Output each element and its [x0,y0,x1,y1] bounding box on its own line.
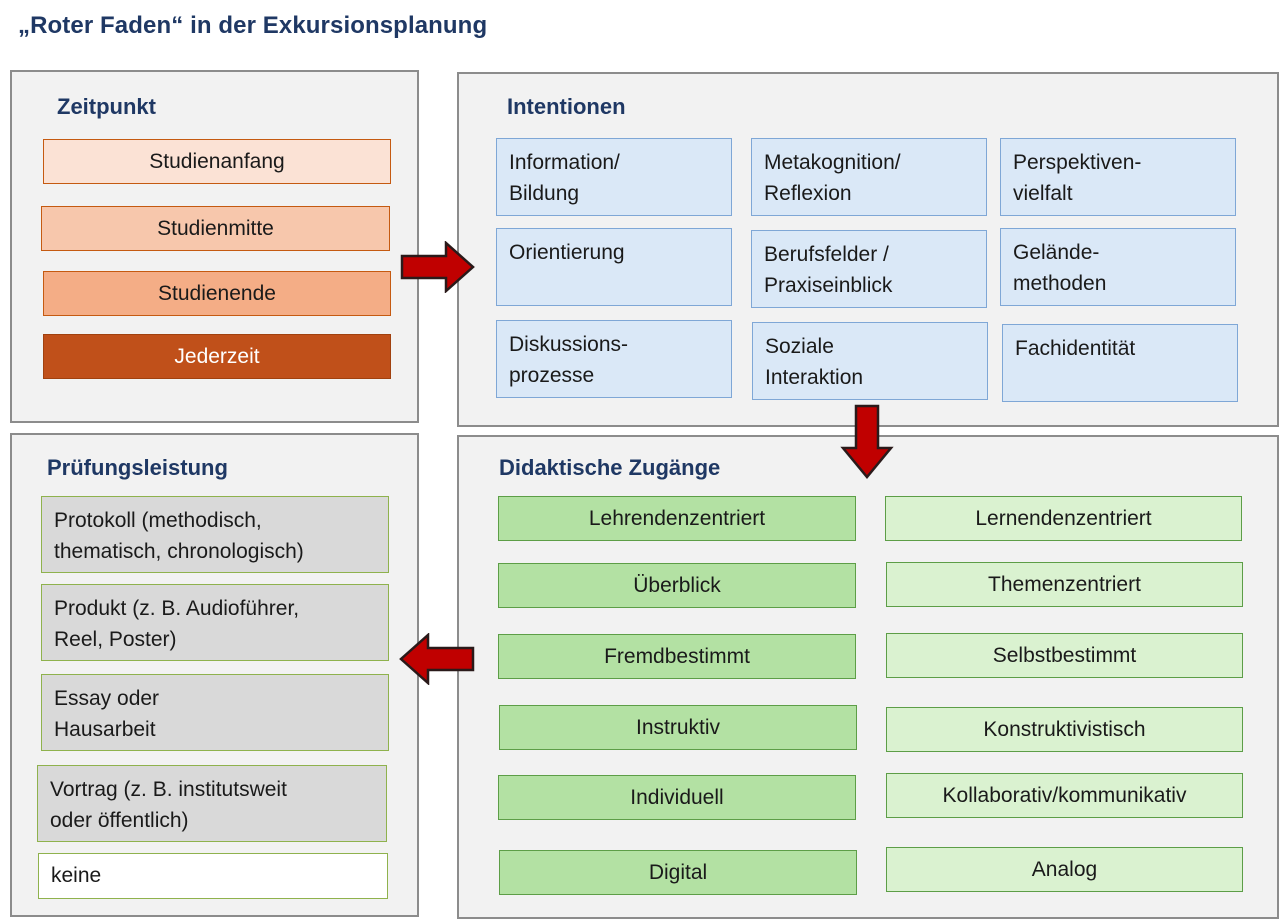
pruefung-vortrag: Vortrag (z. B. institutsweit oder öffent… [37,765,387,842]
pruefung-essay: Essay oder Hausarbeit [41,674,389,751]
pruefung-keine: keine [38,853,388,899]
zugang-instruktiv: Instruktiv [499,705,857,750]
intention-fachidentitaet: Fachidentität [1002,324,1238,402]
arrow-left-icon [399,633,475,685]
pruefung-panel: Prüfungsleistung Protokoll (methodisch, … [10,433,419,917]
zugang-lernendenzentriert: Lernendenzentriert [885,496,1242,541]
zugang-themenzentriert: Themenzentriert [886,562,1243,607]
zugang-kollaborativ: Kollaborativ/kommunikativ [886,773,1243,818]
zugang-digital: Digital [499,850,857,895]
pruefung-protokoll: Protokoll (methodisch, thematisch, chron… [41,496,389,573]
pruefung-produkt: Produkt (z. B. Audioführer, Reel, Poster… [41,584,389,661]
intention-diskussionsprozesse: Diskussions- prozesse [496,320,732,398]
zugaenge-panel: Didaktische Zugänge Lehrendenzentriert L… [457,435,1279,919]
arrow-right-icon [400,241,475,293]
intention-soziale-interaktion: Soziale Interaktion [752,322,988,400]
intentionen-title: Intentionen [507,94,626,119]
intention-metakognition-reflexion: Metakognition/ Reflexion [751,138,987,216]
intention-berufsfelder-praxiseinblick: Berufsfelder / Praxiseinblick [751,230,987,308]
zeitpunkt-panel: Zeitpunkt Studienanfang Studienmitte Stu… [10,70,419,423]
intention-gelaendemethoden: Gelände- methoden [1000,228,1236,306]
zeitpunkt-studienende: Studienende [43,271,391,316]
zugang-individuell: Individuell [498,775,856,820]
zeitpunkt-studienmitte: Studienmitte [41,206,390,251]
zugang-lehrendenzentriert: Lehrendenzentriert [498,496,856,541]
intention-perspektivenvielfalt: Perspektiven- vielfalt [1000,138,1236,216]
intention-information-bildung: Information/ Bildung [496,138,732,216]
zugaenge-title: Didaktische Zugänge [499,455,721,480]
zugang-konstruktivistisch: Konstruktivistisch [886,707,1243,752]
zugang-analog: Analog [886,847,1243,892]
zeitpunkt-title: Zeitpunkt [57,94,156,119]
arrow-down-icon [840,404,894,479]
pruefung-title: Prüfungsleistung [47,455,228,480]
intention-orientierung: Orientierung [496,228,732,306]
zugang-fremdbestimmt: Fremdbestimmt [498,634,856,679]
zeitpunkt-jederzeit: Jederzeit [43,334,391,379]
zugang-ueberblick: Überblick [498,563,856,608]
zeitpunkt-studienanfang: Studienanfang [43,139,391,184]
page-title: „Roter Faden“ in der Exkursionsplanung [18,12,488,39]
intentionen-panel: Intentionen Information/ Bildung Metakog… [457,72,1279,427]
zugang-selbstbestimmt: Selbstbestimmt [886,633,1243,678]
